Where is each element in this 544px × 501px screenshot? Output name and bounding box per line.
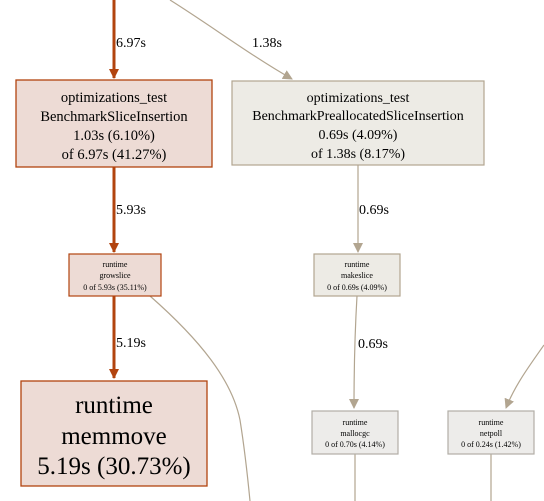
node-package: runtime — [345, 260, 370, 269]
edge-offscreen-to-netpoll[interactable] — [504, 344, 544, 409]
edge-label: 6.97s — [116, 36, 146, 51]
node-cum-time: of 1.38s (8.17%) — [311, 147, 405, 162]
node-growslice[interactable]: runtime growslice 0 of 5.93s (35.11%) — [68, 253, 162, 297]
edge-benchmark-slice-to-growslice[interactable]: 5.93s — [109, 167, 146, 253]
node-cum-time: 0 of 0.69s (4.09%) — [327, 283, 387, 292]
edge-growslice-to-memmove[interactable]: 5.19s — [109, 296, 146, 379]
node-cum-time: 0 of 5.93s (35.11%) — [83, 283, 147, 292]
node-benchmark-preallocated-slice-insertion[interactable]: optimizations_test BenchmarkPreallocated… — [231, 80, 485, 166]
edge-label: 1.38s — [252, 36, 282, 51]
node-function: makeslice — [341, 271, 373, 280]
node-function: mallocgc — [340, 429, 370, 438]
edge-makeslice-to-mallocgc[interactable]: 0.69s — [349, 295, 388, 409]
node-package: runtime — [343, 418, 368, 427]
node-function: BenchmarkPreallocatedSliceInsertion — [252, 109, 463, 124]
node-package: optimizations_test — [61, 90, 167, 106]
node-package: runtime — [103, 260, 128, 269]
node-cum-time: 0 of 0.24s (1.42%) — [461, 440, 521, 449]
node-memmove[interactable]: runtime memmove 5.19s (30.73%) — [20, 380, 208, 487]
node-package: runtime — [75, 392, 153, 419]
node-package: optimizations_test — [307, 91, 410, 106]
node-mallocgc[interactable]: runtime mallocgc 0 of 0.70s (4.14%) — [311, 410, 399, 455]
edge-label: 0.69s — [359, 203, 389, 218]
node-benchmark-slice-insertion[interactable]: optimizations_test BenchmarkSliceInserti… — [15, 79, 213, 168]
node-function: BenchmarkSliceInsertion — [40, 109, 188, 125]
edge-label: 5.19s — [116, 336, 146, 351]
node-function: netpoll — [480, 429, 503, 438]
node-package: runtime — [479, 418, 504, 427]
node-flat-time: 5.19s (30.73%) — [37, 453, 190, 480]
edge-top-to-benchmark-slice-insertion[interactable]: 6.97s — [109, 0, 146, 79]
node-function: memmove — [61, 423, 167, 450]
node-function: growslice — [99, 271, 131, 280]
edge-label: 0.69s — [358, 337, 388, 352]
node-cum-time: of 6.97s (41.27%) — [62, 147, 167, 163]
node-flat-time: 1.03s (6.10%) — [73, 128, 155, 144]
edge-top-to-benchmark-preallocated[interactable]: 1.38s — [169, 0, 293, 80]
edge-growslice-to-offscreen[interactable] — [149, 295, 251, 501]
node-flat-time: 0.69s (4.09%) — [319, 128, 398, 143]
node-makeslice[interactable]: runtime makeslice 0 of 0.69s (4.09%) — [313, 253, 401, 297]
node-cum-time: 0 of 0.70s (4.14%) — [325, 440, 385, 449]
edge-benchmark-prealloc-to-makeslice[interactable]: 0.69s — [353, 165, 389, 253]
edge-label: 5.93s — [116, 203, 146, 218]
node-netpoll[interactable]: runtime netpoll 0 of 0.24s (1.42%) — [447, 410, 535, 455]
